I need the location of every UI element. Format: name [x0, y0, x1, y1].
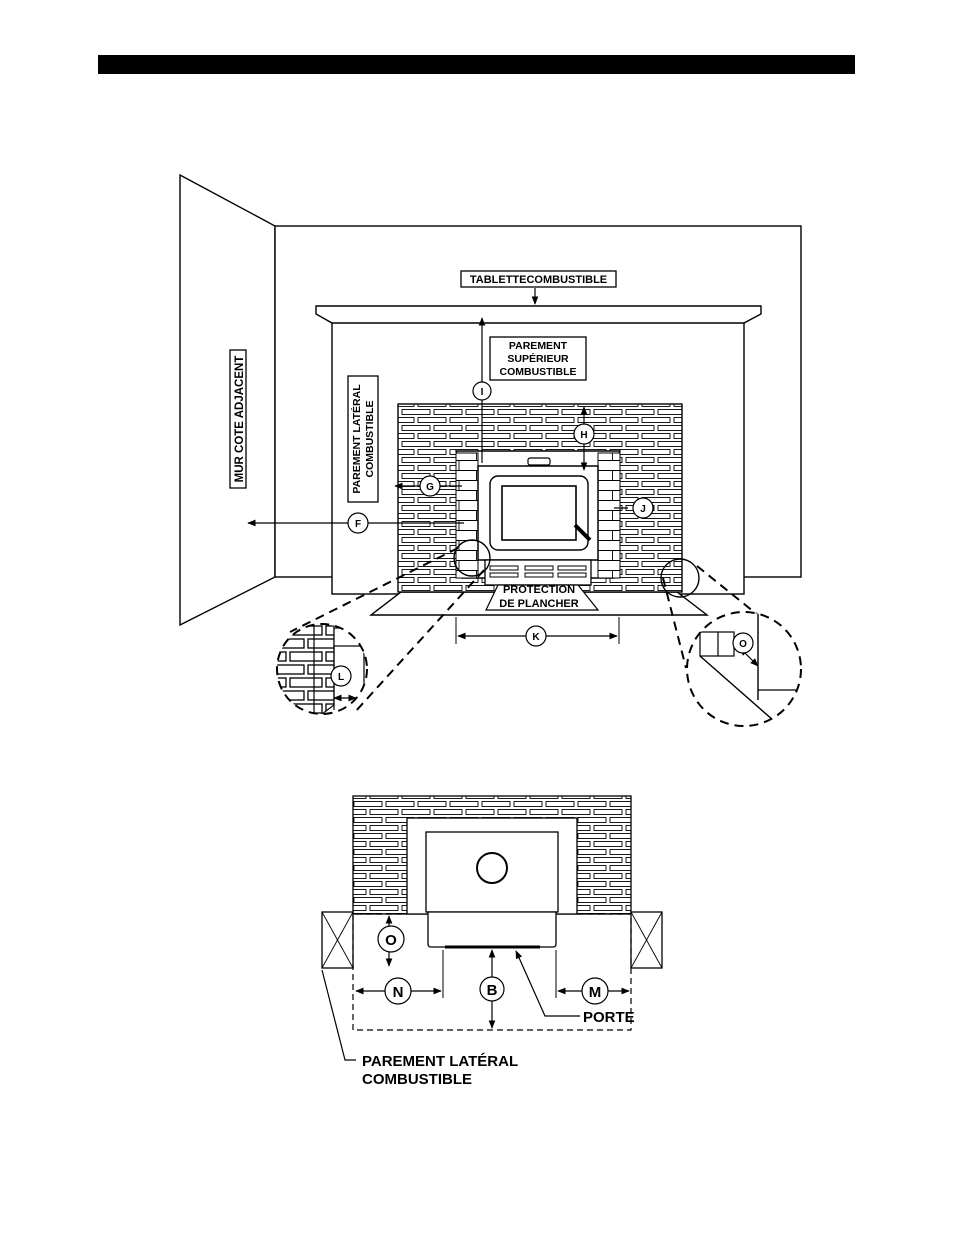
stove-insert — [477, 457, 600, 611]
upper-facing-label: SUPÉRIEUR — [507, 352, 569, 365]
header-bar — [98, 55, 855, 74]
detail-leader — [354, 569, 485, 713]
door-handle-icon — [573, 523, 592, 542]
label-side-facing: PAREMENT LATÉRAL COMBUSTIBLE — [347, 375, 379, 503]
door-leader — [515, 950, 580, 1017]
fireplace-plan-view: O N B M PORTE PAREMENT LATÉRAL COMBUSTIB… — [321, 795, 663, 1088]
svg-text:G: G — [426, 482, 434, 493]
side-facing-leader — [321, 969, 356, 1061]
side-facing-box-left — [321, 911, 354, 969]
door-glass — [501, 485, 577, 541]
plan-marker-b: B — [479, 976, 505, 1002]
plan-side-facing-label: PAREMENT LATÉRAL — [362, 1053, 518, 1070]
detail-ring-left — [453, 539, 491, 577]
label-upper-facing: PAREMENT SUPÉRIEUR COMBUSTIBLE — [489, 336, 587, 381]
marker-f: F — [347, 512, 369, 534]
label-floor-protection: PROTECTION DE PLANCHER — [499, 584, 579, 610]
svg-text:O: O — [739, 639, 747, 650]
side-facing-box-right — [630, 911, 663, 969]
floor-protection-label: PROTECTION — [503, 584, 575, 596]
adjacent-wall-label: MUR COTE ADJACENT — [234, 356, 246, 483]
firebrick-right — [597, 452, 621, 579]
plan-hearth-extension — [352, 914, 632, 1031]
plan-marker-o: O — [377, 925, 405, 953]
adjacent-side-wall — [179, 173, 276, 627]
detail-ring-right — [660, 558, 700, 598]
upper-facing-label: PAREMENT — [509, 340, 568, 352]
marker-j: J — [632, 497, 654, 519]
label-adjacent-wall: MUR COTE ADJACENT — [229, 349, 247, 489]
marker-k: K — [525, 625, 547, 647]
detail-magnified-left — [276, 623, 368, 715]
plan-marker-n: N — [384, 977, 412, 1005]
svg-text:I: I — [481, 387, 484, 398]
svg-text:J: J — [640, 504, 646, 515]
detail-leader — [662, 577, 687, 669]
label-mantel: TABLETTECOMBUSTIBLE — [460, 270, 617, 288]
marker-o-detail: O — [732, 632, 754, 654]
door-label: PORTE — [583, 1009, 635, 1026]
combustible-mantel-shelf — [315, 305, 762, 324]
svg-text:K: K — [532, 632, 540, 643]
air-louvres — [489, 565, 587, 578]
svg-text:B: B — [487, 982, 498, 999]
plan-marker-m: M — [581, 977, 609, 1005]
marker-h: H — [573, 423, 595, 445]
flue-collar — [527, 457, 551, 466]
floor-protection-label: DE PLANCHER — [499, 598, 579, 610]
plan-side-facing-label: COMBUSTIBLE — [362, 1071, 472, 1088]
mantel-label: TABLETTECOMBUSTIBLE — [470, 274, 607, 286]
marker-l: L — [330, 665, 352, 687]
plan-insert-front — [427, 911, 557, 948]
svg-text:L: L — [338, 672, 344, 683]
side-facing-label: COMBUSTIBLE — [364, 401, 376, 478]
svg-text:M: M — [589, 984, 602, 1001]
svg-text:N: N — [393, 984, 404, 1001]
pedestal — [485, 584, 600, 611]
detail-magnified-right — [686, 611, 802, 727]
firebrick-left — [455, 452, 479, 579]
upper-facing-label: COMBUSTIBLE — [500, 366, 577, 378]
marker-i: I — [472, 381, 492, 401]
detail-leader — [289, 547, 459, 633]
marker-g: G — [419, 475, 441, 497]
side-facing-label: PAREMENT LATÉRAL — [350, 384, 363, 494]
fireplace-elevation: MUR COTE ADJACENT TABLETTECOMBUSTIBLE PA… — [179, 173, 802, 727]
svg-text:O: O — [385, 932, 397, 949]
flue-outlet-icon — [476, 852, 508, 884]
detail-leader — [696, 565, 796, 646]
svg-text:H: H — [580, 430, 587, 441]
svg-text:F: F — [355, 519, 361, 530]
